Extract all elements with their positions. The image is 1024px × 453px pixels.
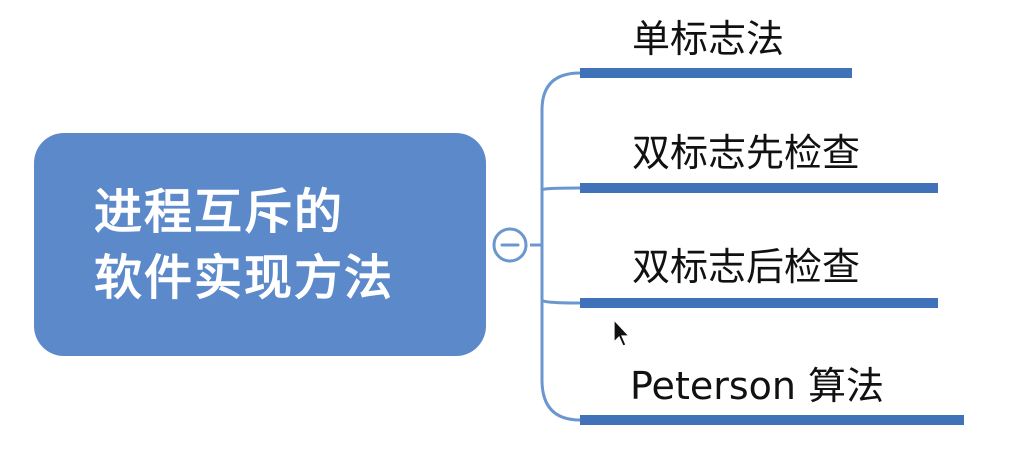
branch-label-1[interactable]: 单标志法 (632, 17, 785, 61)
branch-bar-2 (580, 183, 938, 193)
root-topic-line-2: 软件实现方法 (94, 249, 395, 306)
branch-label-4[interactable]: Peterson 算法 (630, 364, 885, 408)
minus-circle-icon[interactable] (490, 225, 530, 265)
branch-label-2[interactable]: 双标志先检查 (632, 131, 861, 175)
root-topic-node[interactable]: 进程互斥的 软件实现方法 (34, 133, 486, 356)
branch-label-3[interactable]: 双标志后检查 (632, 245, 861, 289)
branch-bar-3 (580, 298, 938, 308)
branch-bar-4 (580, 415, 964, 425)
root-topic-line-1: 进程互斥的 (94, 183, 345, 240)
arrow-pointer-icon (613, 318, 631, 347)
branch-bar-1 (580, 68, 852, 78)
